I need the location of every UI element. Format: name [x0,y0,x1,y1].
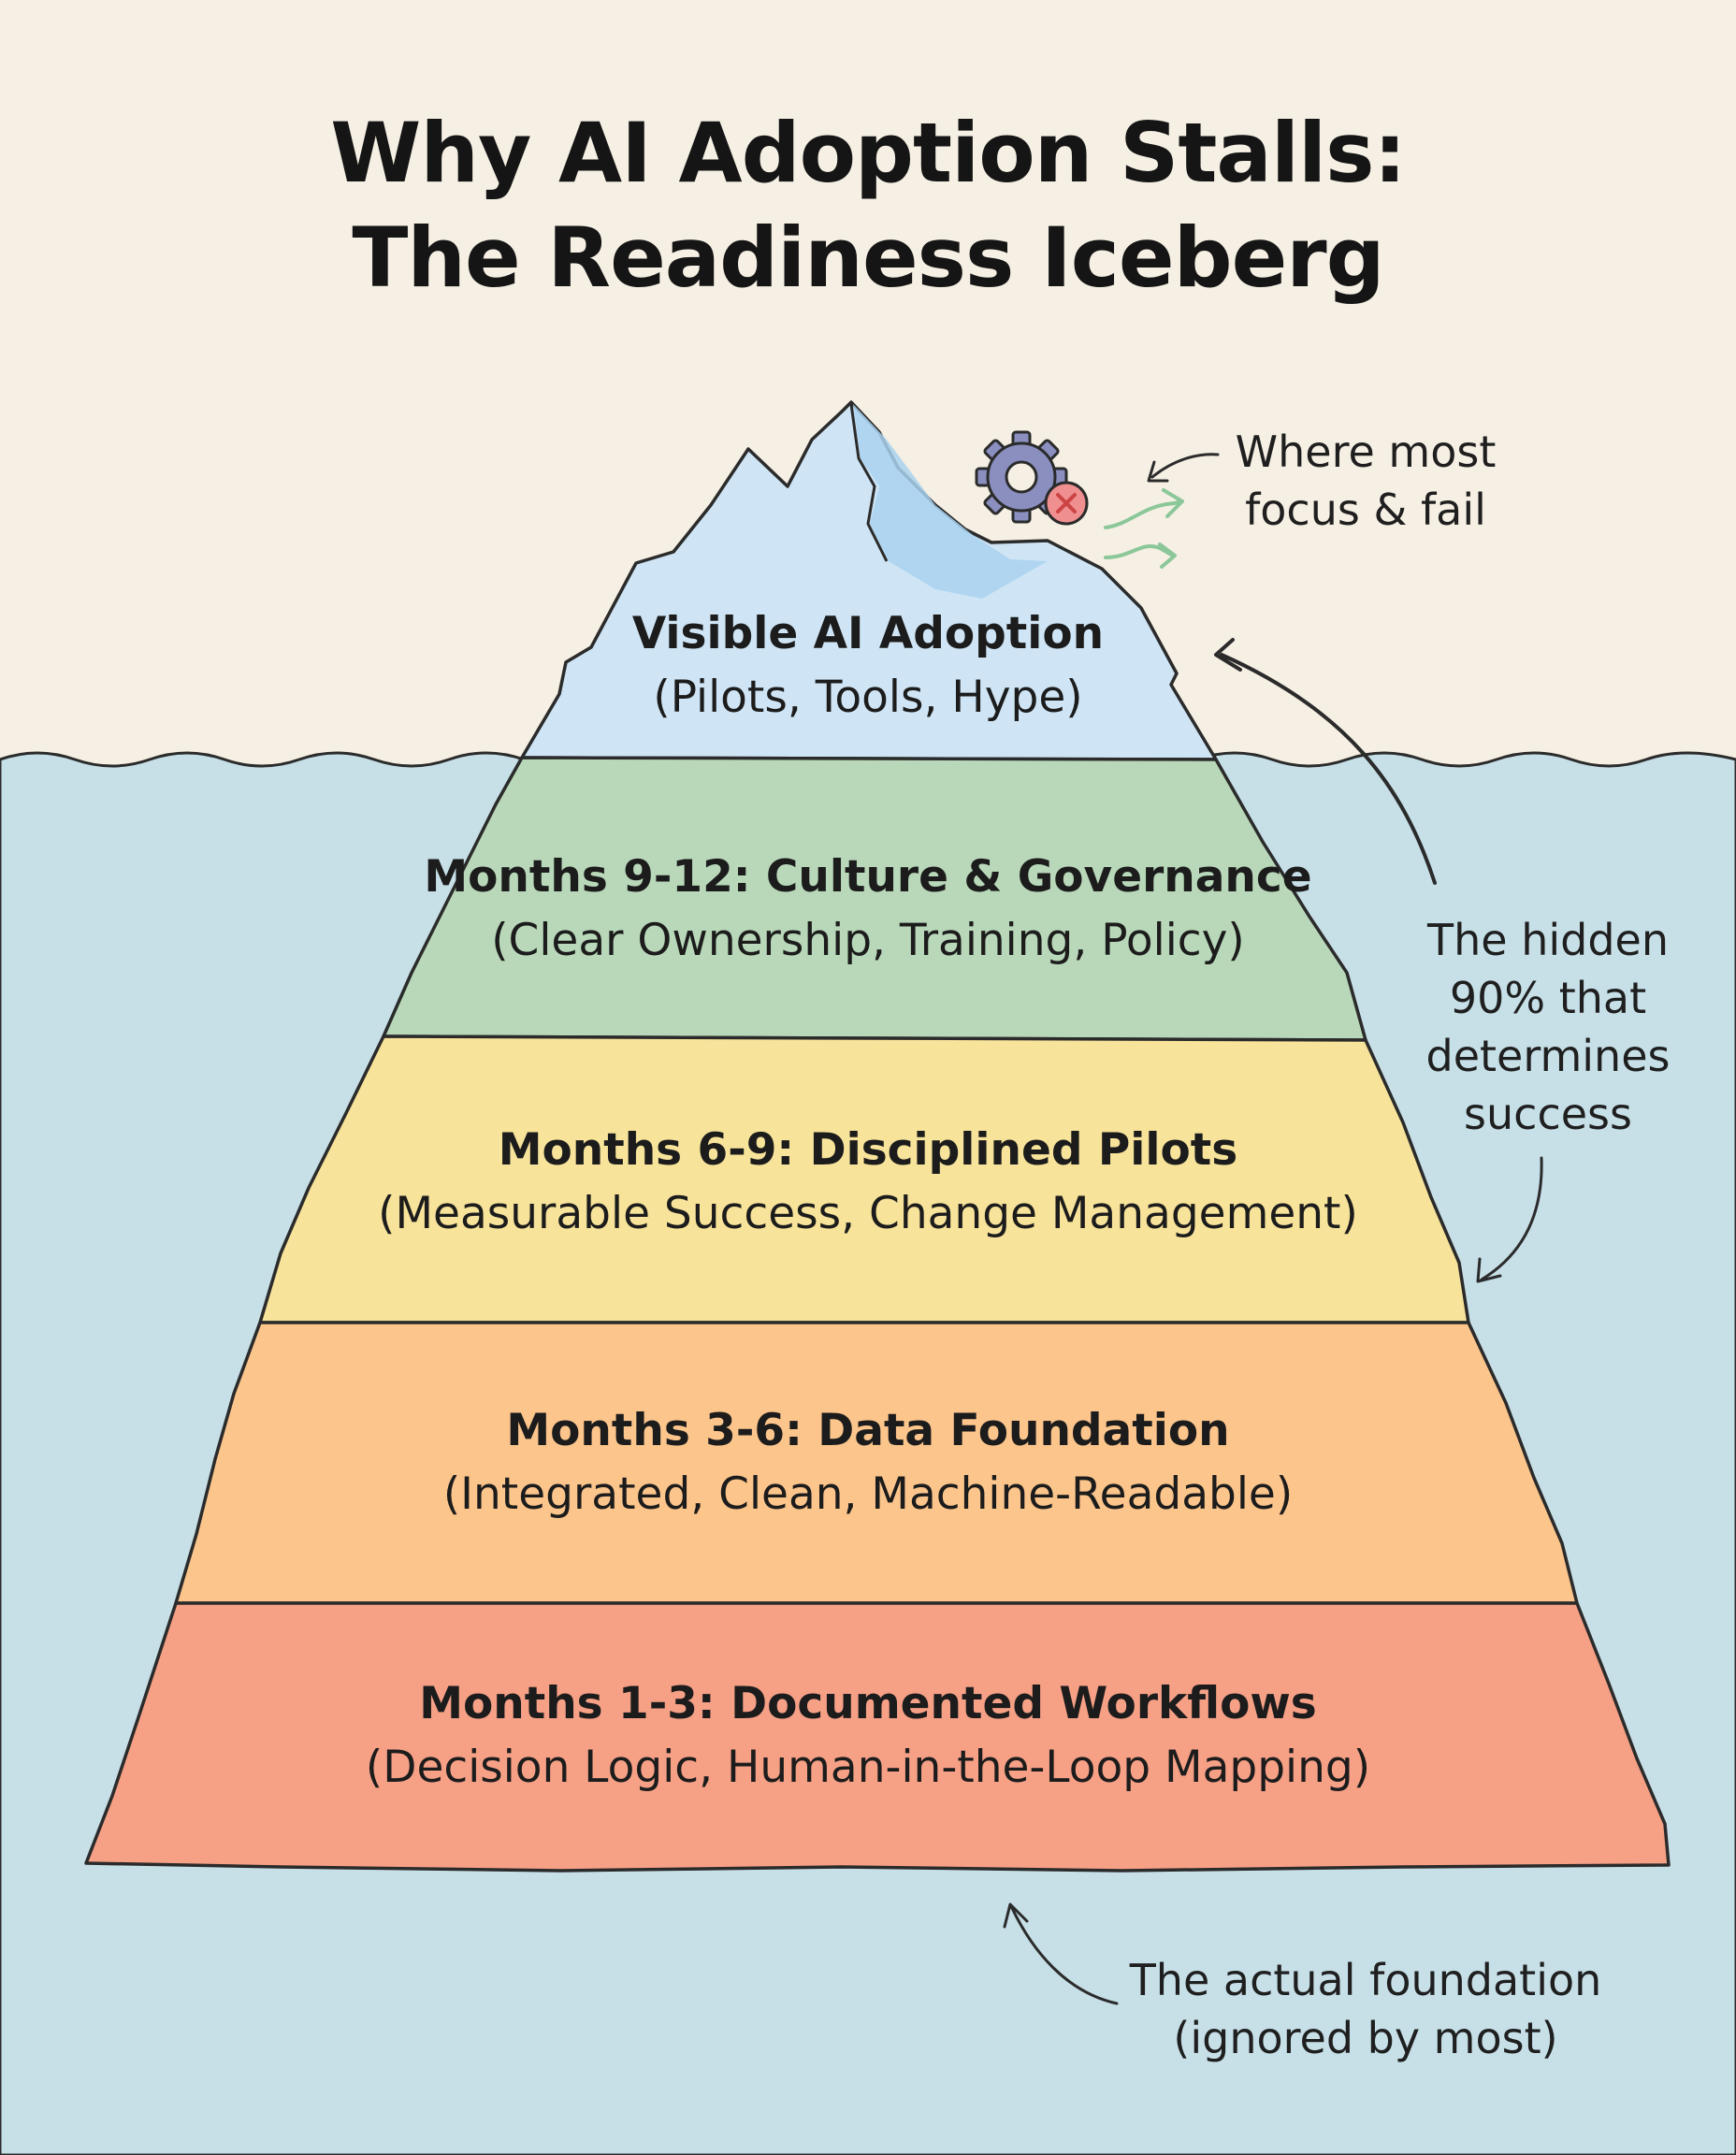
annotation-bottom-line-1: The actual foundation [1129,1955,1602,2005]
error-x-icon [1044,481,1089,526]
layer-workflows: Months 1-3: Documented Workflows (Decisi… [213,1672,1523,1800]
layer-workflows-shape [84,1601,1671,1873]
arrow-hidden-down-head [1476,1257,1502,1283]
annotation-bottom-line-2: (ignored by most) [1173,2013,1558,2063]
layer-culture: Months 9-12: Culture & Governance (Clear… [213,846,1523,973]
annotation-middle-line-2: 90% that [1449,973,1647,1023]
arrow-bottom [1010,1906,1119,2005]
annotation-top-line-1: Where most [1235,427,1497,477]
arrow-hidden-up-head [1214,638,1242,672]
layer-workflows-detail: (Decision Logic, Human-in-the-Loop Mappi… [365,1742,1371,1793]
layer-visible: Visible AI Adoption (Pilots, Tools, Hype… [213,602,1523,730]
layer-culture-heading: Months 9-12: Culture & Governance [424,851,1312,903]
title-line-2: The Readiness Iceberg [352,210,1384,306]
layer-pilots-detail: (Measurable Success, Change Management) [378,1188,1358,1239]
annotation-middle: The hidden 90% that determines success [1403,911,1693,1143]
layer-data-detail: (Integrated, Clean, Machine-Readable) [442,1468,1294,1520]
shuffle-arrow-icon [1104,488,1184,569]
ice-shading [853,404,1048,599]
annotation-middle-line-1: The hidden [1427,915,1669,965]
title-line-1: Why AI Adoption Stalls: [330,105,1406,201]
arrow-hidden-down [1480,1156,1543,1281]
annotation-top-line-2: focus & fail [1245,485,1486,535]
layer-data-heading: Months 3-6: Data Foundation [506,1405,1230,1456]
annotation-middle-line-4: success [1464,1089,1632,1139]
annotation-top: Where most focus & fail [1216,423,1515,539]
arrow-top [1150,453,1220,479]
arrow-bottom-head [1003,1902,1029,1929]
layer-visible-heading: Visible AI Adoption [631,608,1105,659]
arrow-hidden-up [1220,653,1437,885]
layer-pilots-heading: Months 6-9: Disciplined Pilots [498,1124,1238,1176]
ice-crack [849,403,889,562]
arrow-top-head [1147,460,1169,483]
layer-pilots: Months 6-9: Disciplined Pilots (Measurab… [213,1119,1523,1246]
layer-data: Months 3-6: Data Foundation (Integrated,… [213,1399,1523,1526]
layer-visible-detail: (Pilots, Tools, Hype) [653,672,1083,723]
annotation-middle-line-3: determines [1425,1031,1671,1081]
annotation-bottom: The actual foundation (ignored by most) [1122,1951,1609,2067]
layer-workflows-heading: Months 1-3: Documented Workflows [419,1678,1317,1729]
gear-icon [975,430,1068,524]
layer-culture-detail: (Clear Ownership, Training, Policy) [491,915,1245,966]
